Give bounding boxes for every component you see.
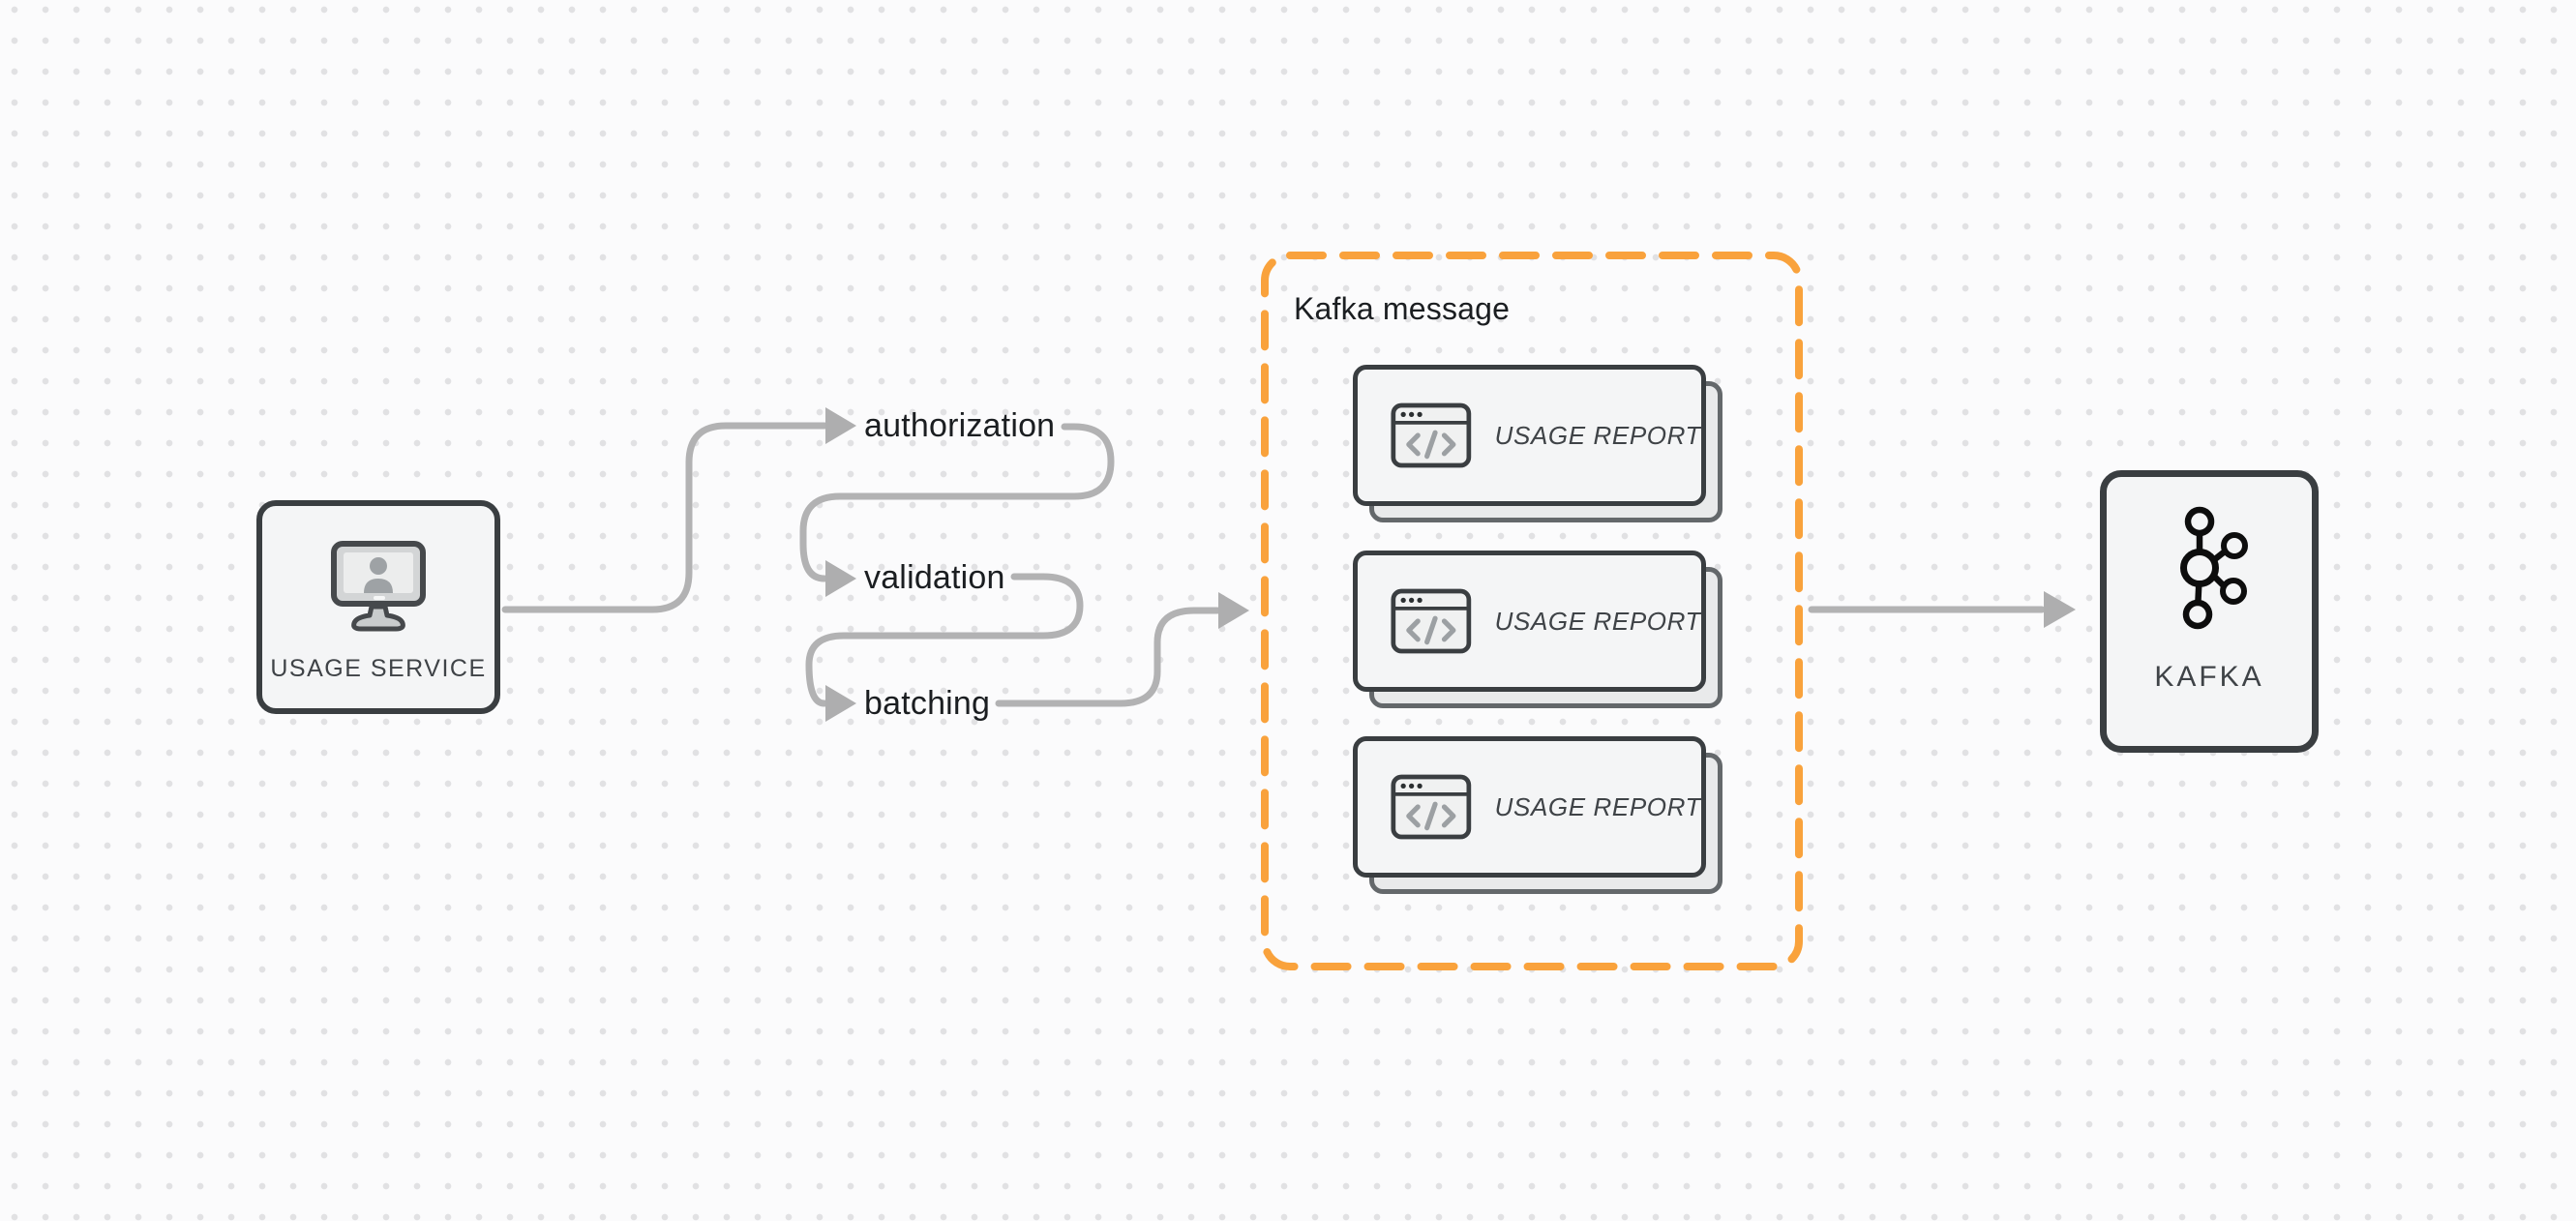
arrowhead-group — [1218, 592, 1249, 629]
connector-batching-to-group[interactable] — [995, 607, 1221, 707]
connector-source-to-authorization[interactable] — [501, 422, 828, 613]
usage-report-card[interactable]: USAGE REPORT — [1353, 551, 1706, 692]
user-monitor-icon — [331, 541, 426, 632]
usage-report-label: USAGE REPORT — [1494, 420, 1701, 450]
usage-report-label: USAGE REPORT — [1494, 791, 1701, 821]
arrowhead-authorization — [825, 407, 856, 444]
kafka-node[interactable]: KAFKA — [2100, 470, 2319, 753]
code-window-icon — [1391, 588, 1472, 654]
code-window-icon — [1391, 402, 1472, 468]
kafka-logo-icon — [2180, 506, 2248, 630]
connector-authorization-to-validation[interactable] — [799, 423, 1115, 582]
arrowhead-validation — [825, 560, 856, 597]
arrowhead-batching — [825, 685, 856, 722]
usage-service-label: USAGE SERVICE — [270, 655, 487, 682]
usage-report-card[interactable]: USAGE REPORT — [1353, 365, 1706, 506]
kafka-label: KAFKA — [2154, 661, 2264, 693]
arrowhead-kafka — [2044, 591, 2076, 628]
kafka-message-group-title: Kafka message — [1294, 291, 1511, 326]
step-label-batching: batching — [864, 685, 991, 722]
code-window-icon — [1391, 774, 1472, 840]
usage-service-node[interactable]: USAGE SERVICE — [256, 500, 500, 714]
step-label-authorization: authorization — [864, 407, 1056, 444]
step-label-validation: validation — [864, 559, 1005, 596]
usage-report-label: USAGE REPORT — [1494, 606, 1701, 636]
usage-report-card[interactable]: USAGE REPORT — [1353, 736, 1706, 878]
